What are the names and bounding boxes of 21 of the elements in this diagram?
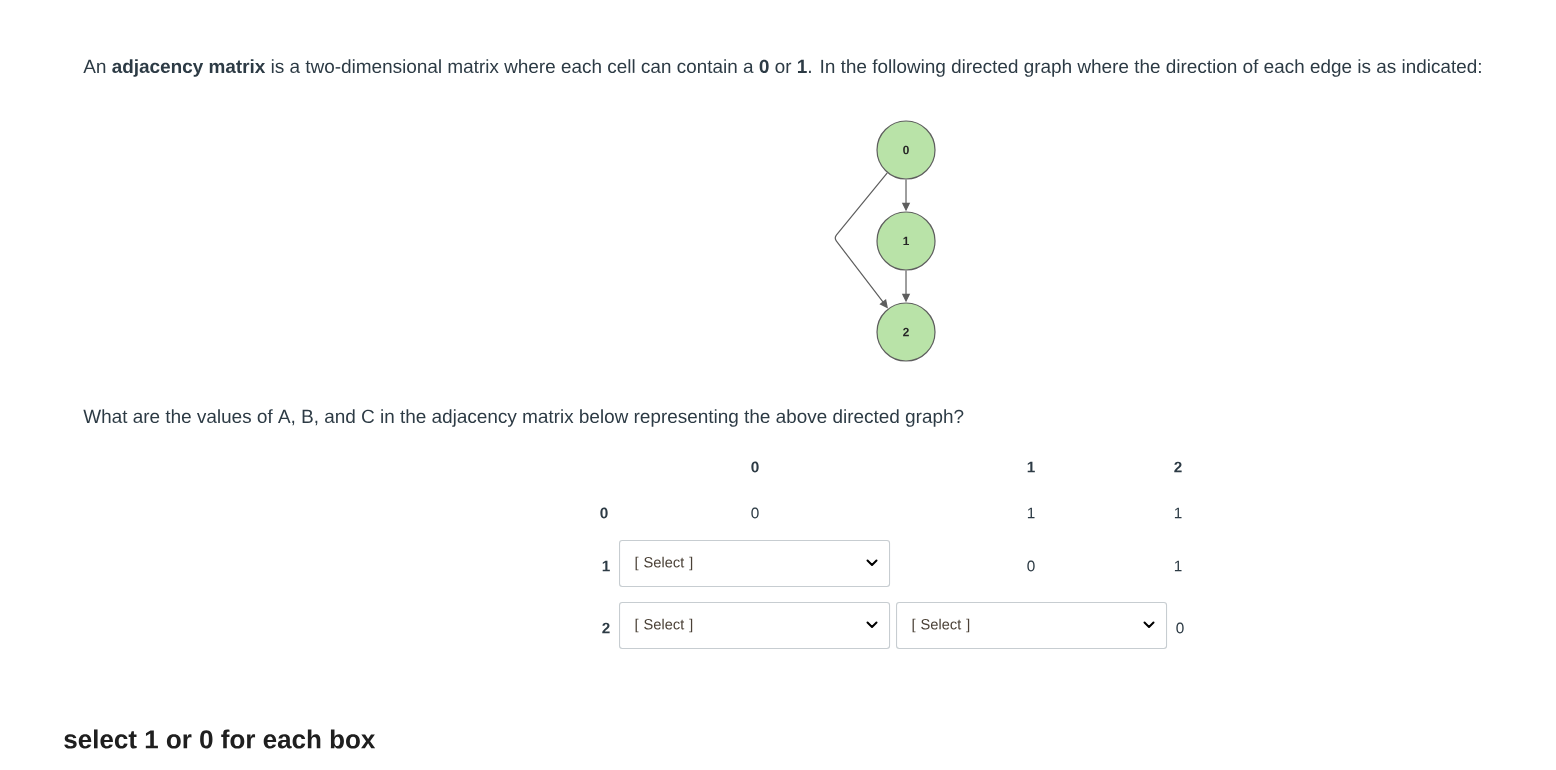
graph-node: 2 [876,302,936,362]
matrix-value: 0 [1176,622,1184,634]
question-text: What are the values of A, B, and C in the adjacency matrix below representing the above directed graph? [83,409,964,427]
column-header: 1 [1027,461,1035,473]
column-header: 2 [1174,461,1182,473]
dropdown: [ Select ] [619,540,891,588]
row-header: 0 [600,507,608,519]
row-header: 1 [602,560,610,572]
row-header: 2 [602,622,610,634]
matrix-value: 1 [1174,560,1182,572]
matrix-value: 0 [1027,560,1035,572]
dropdown: [ Select ] [619,602,891,650]
paragraph: An adjacency matrix is a two-dimensional matrix where each cell can contain a 0 or 1. In the following directed graph where the direction of each edge is as indicated: [83,59,1481,77]
dropdown: [ Select ] [896,602,1168,650]
graph-node: 0 [876,120,936,180]
matrix-value: 1 [1027,507,1035,519]
column-header: 0 [751,461,759,473]
matrix-value: 1 [1174,507,1182,519]
graph-node: 1 [876,211,936,271]
matrix-value: 0 [751,507,759,519]
instruction-text: select 1 or 0 for each box [64,729,376,749]
